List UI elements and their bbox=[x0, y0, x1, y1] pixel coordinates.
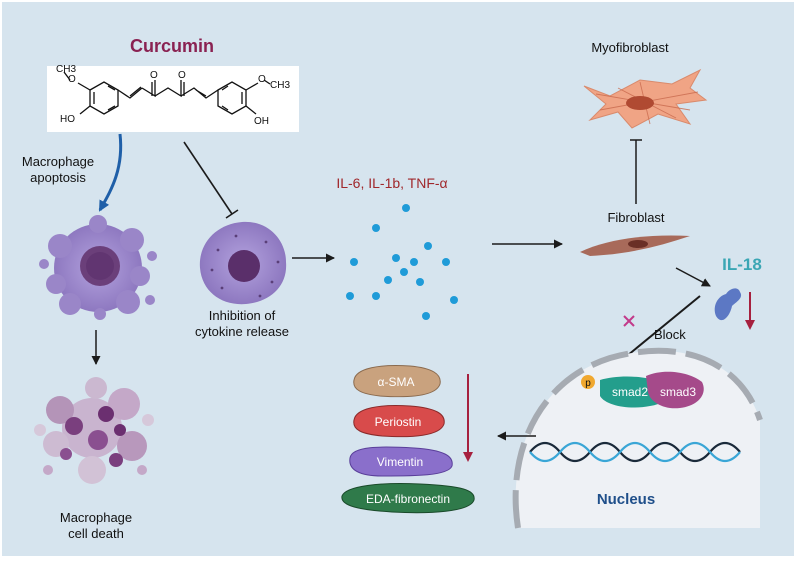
myofibroblast-cell bbox=[583, 68, 708, 129]
methyl-left: CH3 bbox=[56, 64, 76, 75]
dna-helix bbox=[529, 441, 741, 463]
fibroblast-cell bbox=[580, 235, 690, 256]
macrophage-apoptosis-label-line2: apoptosis bbox=[30, 170, 86, 185]
eda-fibronectin-label: EDA-fibronectin bbox=[366, 492, 450, 506]
curcumin-title: Curcumin bbox=[130, 36, 214, 56]
apoptotic-macrophage-cell bbox=[39, 215, 157, 320]
protein-vimentin bbox=[349, 446, 453, 477]
inhibition-bar bbox=[225, 209, 239, 219]
macrophage-cell bbox=[199, 221, 287, 305]
myofibroblast-label: Myofibroblast bbox=[591, 40, 669, 55]
nucleus-label: Nucleus bbox=[597, 491, 655, 508]
il18-protein bbox=[714, 288, 742, 321]
periostin-label: Periostin bbox=[375, 415, 422, 429]
fibroblast-to-il18-arrow bbox=[675, 267, 711, 287]
macrophage-apoptosis-label-line1: Macrophage bbox=[22, 154, 94, 169]
block-x-icon bbox=[623, 315, 635, 327]
macrophage-death-label-line1: Macrophage bbox=[60, 510, 132, 525]
hydroxyl-right: OH bbox=[254, 116, 269, 127]
cytokines-label: IL-6, IL-1b, TNF-α bbox=[336, 175, 447, 191]
smad2-label: smad2 bbox=[612, 385, 648, 399]
block-arrow bbox=[621, 295, 701, 361]
carbonyl-o-2: O bbox=[178, 70, 186, 81]
protein-asma bbox=[353, 365, 441, 398]
dead-macrophage-debris bbox=[34, 377, 154, 484]
carbonyl-o-1: O bbox=[150, 70, 158, 81]
methoxy-o-left: O bbox=[68, 74, 76, 85]
apoptosis-arrow bbox=[98, 133, 123, 212]
asma-label: α-SMA bbox=[378, 375, 415, 389]
block-label: Block bbox=[654, 327, 686, 342]
smad-complex bbox=[581, 371, 704, 409]
fibroblast-label: Fibroblast bbox=[607, 210, 664, 225]
cytokine-particles bbox=[346, 204, 458, 320]
protein-periostin bbox=[353, 405, 445, 438]
smad3-label: smad3 bbox=[660, 385, 696, 399]
phospho-label: p bbox=[585, 378, 591, 389]
hydroxyl-left: HO bbox=[60, 114, 75, 125]
vimentin-label: Vimentin bbox=[377, 455, 423, 469]
inhibition-label-line2: cytokine release bbox=[195, 324, 289, 339]
curcumin-structure: O O O CH3 HO O CH3 OH bbox=[47, 64, 299, 132]
macrophage-death-label-line2: cell death bbox=[68, 526, 124, 541]
protein-eda-fibronectin bbox=[341, 483, 475, 514]
methyl-right: CH3 bbox=[270, 80, 290, 91]
il18-label: IL-18 bbox=[722, 255, 762, 274]
inhibition-label-line1: Inhibition of bbox=[209, 308, 276, 323]
inhibition-line bbox=[183, 141, 233, 215]
methoxy-o-right: O bbox=[258, 74, 266, 85]
